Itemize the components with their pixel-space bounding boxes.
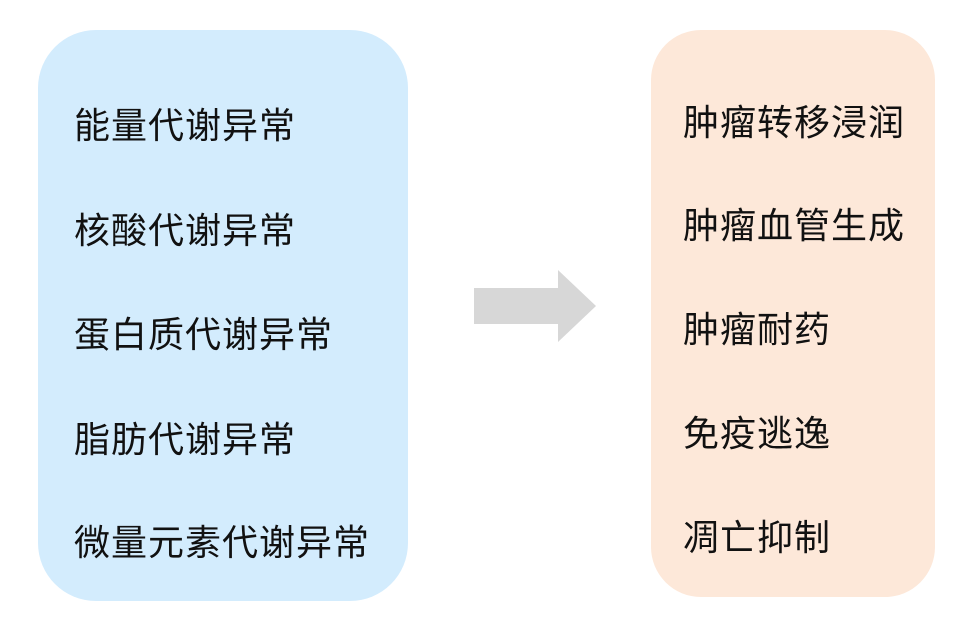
right-arrow-icon [474, 270, 596, 342]
left-item-2: 核酸代谢异常 [74, 211, 297, 252]
right-item-1: 肿瘤转移浸润 [683, 103, 906, 144]
left-item-4: 脂肪代谢异常 [74, 420, 297, 461]
right-item-4: 免疫逃逸 [683, 414, 832, 455]
left-item-3: 蛋白质代谢异常 [74, 315, 334, 356]
tumor-outcomes-box [651, 30, 935, 597]
right-item-3: 肿瘤耐药 [683, 310, 832, 351]
metabolic-abnormalities-box [38, 30, 408, 601]
left-item-1: 能量代谢异常 [74, 106, 297, 147]
right-item-5: 凋亡抑制 [683, 518, 832, 559]
right-item-2: 肿瘤血管生成 [683, 206, 906, 247]
arrow-shape [474, 270, 596, 342]
left-item-5: 微量元素代谢异常 [74, 523, 371, 564]
